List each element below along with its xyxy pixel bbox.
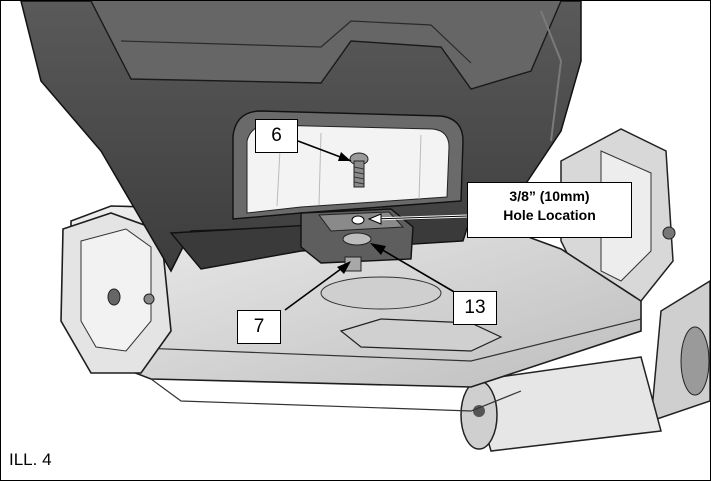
callout-bolt-number: 6 xyxy=(271,125,282,146)
lower-roller xyxy=(460,356,662,452)
hole-size-text: 3/8” (10mm) xyxy=(509,188,590,204)
callout-nut: 7 xyxy=(237,310,281,344)
bolt-hole-location xyxy=(351,215,365,225)
illustration-label: ILL. 4 xyxy=(9,450,52,469)
leader-lines xyxy=(284,140,469,311)
callout-washer: 13 xyxy=(453,291,497,325)
mounting-block xyxy=(300,208,414,272)
callout-bolt: 6 xyxy=(255,119,298,153)
washer-icon xyxy=(342,232,372,246)
hole-location-text: Hole Location xyxy=(503,207,596,223)
leader-arrow-13 xyxy=(370,243,386,255)
leader-arrow-7 xyxy=(337,261,351,274)
left-mount-bracket xyxy=(60,212,172,374)
callout-nut-number: 7 xyxy=(253,316,265,337)
right-mount-bracket xyxy=(560,128,710,423)
carriage-bolt-icon xyxy=(349,152,369,188)
leader-arrow-6 xyxy=(338,152,351,161)
leader-arrow-hole xyxy=(367,213,382,225)
hole-location-note: 3/8” (10mm) Hole Location xyxy=(467,182,632,238)
callout-washer-number: 13 xyxy=(464,297,486,318)
